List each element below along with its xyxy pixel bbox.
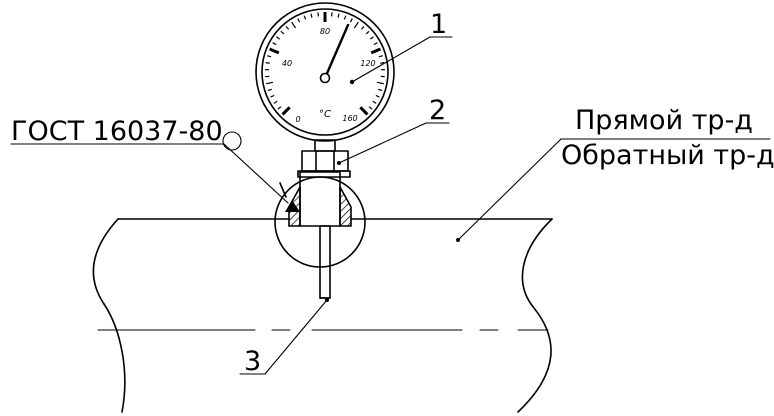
pipe-left-break-line xyxy=(92,218,126,413)
minor-tick xyxy=(349,18,353,23)
major-tick xyxy=(359,106,369,116)
minor-tick xyxy=(369,36,374,40)
callout-3-number: 3 xyxy=(244,346,261,377)
major-tick xyxy=(370,47,382,55)
gauge-neck xyxy=(314,139,336,152)
dial-label-0: 0 xyxy=(295,115,300,124)
thermometer-gauge: 0 40 80 120 160 °C xyxy=(255,2,395,142)
needle-pivot xyxy=(319,72,331,84)
minor-tick xyxy=(378,55,383,58)
dial-label-80: 80 xyxy=(320,27,330,36)
major-tick xyxy=(268,47,280,55)
minor-tick xyxy=(270,94,275,98)
minor-tick xyxy=(276,36,281,40)
minor-tick xyxy=(368,106,373,110)
boss-section xyxy=(288,186,352,227)
minor-tick xyxy=(291,21,297,29)
minor-tick xyxy=(337,13,340,18)
minor-tick xyxy=(280,30,285,35)
gauge-tick-marks xyxy=(265,12,385,116)
pipe-return-label: Обратный тр-д xyxy=(561,140,774,171)
minor-tick xyxy=(267,55,272,58)
minor-tick xyxy=(285,25,290,30)
minor-tick xyxy=(277,106,282,110)
pipe-designation-callout: Прямой тр-д Обратный тр-д xyxy=(456,105,774,242)
callout-2: 2 xyxy=(337,95,450,165)
dial-unit: °C xyxy=(319,109,331,120)
minor-tick xyxy=(273,100,278,104)
minor-tick xyxy=(378,88,383,92)
weld-all-around-symbol xyxy=(222,131,242,151)
minor-tick xyxy=(343,15,347,20)
callout-3: 3 xyxy=(239,298,329,377)
hex-nut xyxy=(301,150,349,172)
thermometer-stem xyxy=(319,225,331,299)
minor-tick xyxy=(266,81,274,85)
weld-bead xyxy=(285,200,300,212)
minor-tick xyxy=(380,62,385,64)
minor-tick xyxy=(267,88,272,92)
sleeve-body xyxy=(299,171,341,227)
dial-label-120: 120 xyxy=(360,59,375,68)
standard-label: ГОСТ 16037-80 xyxy=(11,116,223,147)
thermowell xyxy=(299,171,341,299)
minor-tick xyxy=(353,21,359,29)
minor-tick xyxy=(265,62,270,64)
minor-tick xyxy=(303,15,307,20)
major-tick xyxy=(281,106,291,116)
pipe xyxy=(92,218,553,413)
gauge-needle xyxy=(323,23,350,80)
minor-tick xyxy=(372,100,377,104)
dial-label-40: 40 xyxy=(282,59,292,68)
minor-tick xyxy=(373,42,378,46)
dial-label-160: 160 xyxy=(342,114,357,123)
weld-mark xyxy=(279,182,287,198)
fitting xyxy=(297,139,351,178)
callout-2-number: 2 xyxy=(429,95,446,126)
minor-tick xyxy=(297,18,301,23)
minor-tick xyxy=(365,30,370,35)
minor-tick xyxy=(360,25,365,30)
pipe-supply-label: Прямой тр-д xyxy=(575,105,753,136)
minor-tick xyxy=(376,81,384,85)
minor-tick xyxy=(310,13,313,18)
pipe-right-break-line xyxy=(517,218,553,413)
callout-1: 1 xyxy=(351,9,453,83)
callout-1-number: 1 xyxy=(430,9,447,40)
minor-tick xyxy=(375,94,380,98)
minor-tick xyxy=(272,42,277,46)
gauge-inner-ring xyxy=(261,8,389,136)
nut-flange xyxy=(297,170,351,178)
standard-callout: ГОСТ 16037-80 xyxy=(10,116,289,204)
gauge-outer-ring xyxy=(255,2,395,142)
